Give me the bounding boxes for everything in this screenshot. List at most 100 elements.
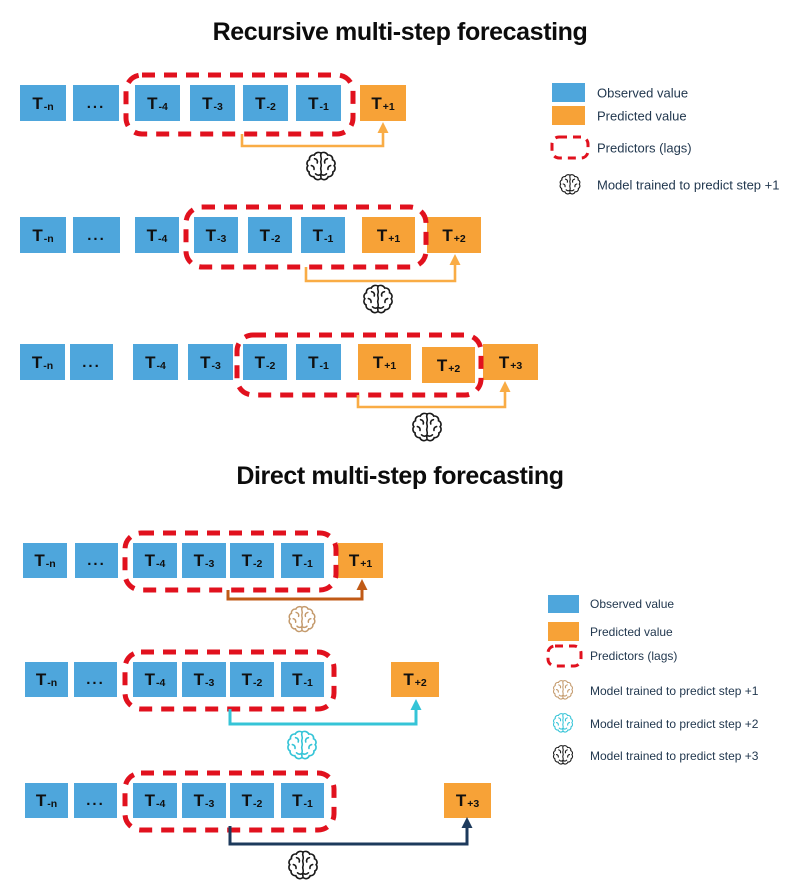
ellipsis-box: ...	[73, 85, 119, 121]
timestep-box-t-minus-4: T-4	[135, 217, 179, 253]
model-arrow	[226, 588, 364, 601]
box-label-subscript: +1	[360, 558, 373, 571]
box-label-subscript: -4	[156, 677, 166, 690]
timestep-box-t-minus-4: T-4	[133, 662, 177, 697]
timestep-box-t-minus-3: T-3	[190, 85, 235, 121]
timestep-box-t-minus-4: T-4	[133, 543, 177, 578]
direct-section-title: Direct multi-step forecasting	[236, 462, 564, 490]
box-label-subscript: +2	[453, 232, 466, 245]
model-arrowhead	[449, 254, 461, 265]
box-label: T	[254, 352, 266, 372]
brain-model-icon	[552, 713, 574, 733]
box-label: T	[31, 352, 43, 372]
timestep-box-t-minus-4: T-4	[133, 783, 177, 818]
box-label-subscript: +3	[467, 798, 480, 811]
timestep-box-t-plus-3: T+3	[483, 344, 538, 380]
box-label: T	[241, 791, 253, 810]
box-label: T	[35, 670, 47, 689]
timestep-box-t-minus-2: T-2	[243, 344, 287, 380]
box-label-subscript: -3	[213, 100, 223, 113]
timestep-box-t-minus-2: T-2	[243, 85, 288, 121]
legend-observed-swatch	[548, 595, 579, 613]
legend-label: Observed value	[597, 85, 689, 100]
box-label-subscript: +1	[382, 100, 395, 113]
box-label: T	[348, 551, 360, 570]
box-label-subscript: -1	[319, 100, 329, 113]
box-label-subscript: -4	[158, 232, 168, 245]
box-label-subscript: -2	[266, 359, 276, 372]
timestep-box-t-plus-1: T+1	[362, 217, 415, 253]
box-label-subscript: -n	[47, 798, 58, 811]
box-label-subscript: -n	[43, 232, 54, 245]
box-label-subscript: +3	[510, 359, 523, 372]
box-label: T	[144, 791, 156, 810]
box-label-subscript: -n	[43, 359, 54, 372]
box-label-subscript: +2	[448, 362, 461, 375]
box-label: T	[442, 225, 453, 245]
box-label: T	[308, 352, 319, 372]
box-label-subscript: -2	[253, 558, 263, 571]
box-label-subscript: -3	[205, 798, 215, 811]
timestep-box-t-minus-3: T-3	[188, 344, 233, 380]
brain-model-icon	[288, 850, 318, 880]
timestep-box-t-minus-1: T-1	[281, 543, 324, 578]
timestep-box-t-minus-n: T-n	[20, 344, 65, 380]
timestep-box-t-plus-2: T+2	[427, 217, 481, 253]
brain-model-icon	[559, 174, 581, 195]
timestep-box-t-plus-3: T+3	[444, 783, 491, 818]
box-label: ...	[82, 353, 101, 371]
box-label-subscript: -1	[324, 232, 334, 245]
timestep-box-t-minus-4: T-4	[135, 85, 180, 121]
timestep-box-t-plus-2: T+2	[391, 662, 439, 697]
timestep-box-t-minus-1: T-1	[281, 783, 324, 818]
box-label-subscript: -3	[205, 558, 215, 571]
timestep-box-t-minus-n: T-n	[25, 662, 68, 697]
box-label: T	[376, 225, 388, 245]
predictors-lags-outline	[546, 644, 583, 668]
model-arrowhead	[499, 381, 511, 392]
model-arrowhead	[461, 817, 473, 828]
box-label: T	[436, 355, 448, 375]
box-label: T	[498, 352, 510, 372]
box-label: T	[308, 93, 319, 113]
timestep-box-t-plus-1: T+1	[360, 85, 406, 121]
timestep-box-t-minus-3: T-3	[182, 543, 226, 578]
brain-model-icon	[287, 730, 317, 760]
box-label: T	[241, 670, 253, 689]
recursive-section-title: Recursive multi-step forecasting	[212, 18, 588, 46]
legend-predicted-swatch	[548, 622, 579, 641]
model-arrow	[356, 390, 507, 409]
box-label-subscript: -n	[43, 100, 54, 113]
timestep-box-t-plus-2: T+2	[422, 347, 475, 383]
box-label: ...	[86, 792, 105, 809]
legend-label: Predicted value	[597, 108, 687, 123]
box-label: T	[259, 225, 271, 245]
box-label: T	[372, 352, 384, 372]
timestep-box-t-minus-2: T-2	[230, 783, 274, 818]
box-label-subscript: -n	[47, 677, 58, 690]
box-label: ...	[87, 552, 106, 569]
box-label-subscript: -3	[217, 232, 227, 245]
box-label-subscript: -2	[253, 798, 263, 811]
timestep-box-t-minus-2: T-2	[248, 217, 292, 253]
box-label: T	[147, 93, 158, 113]
legend-label: Model trained to predict step +3	[590, 748, 759, 763]
box-label-subscript: -4	[156, 798, 166, 811]
box-label-subscript: -4	[156, 359, 166, 372]
timestep-box-t-minus-2: T-2	[230, 662, 274, 697]
box-label-subscript: +1	[388, 232, 401, 245]
timestep-box-t-plus-1: T+1	[338, 543, 383, 578]
legend-label: Predictors (lags)	[590, 649, 678, 663]
box-label: T	[144, 551, 156, 570]
box-label-subscript: +2	[414, 677, 427, 690]
box-label: T	[34, 551, 45, 570]
box-label: T	[193, 670, 205, 689]
timestep-box-t-minus-n: T-n	[20, 85, 66, 121]
timestep-box-t-minus-3: T-3	[182, 783, 226, 818]
box-label: T	[403, 670, 414, 689]
box-label-subscript: +1	[384, 359, 397, 372]
box-label-subscript: -1	[319, 359, 329, 372]
box-label: T	[146, 225, 158, 245]
box-label: T	[35, 791, 47, 810]
box-label: T	[312, 225, 324, 245]
